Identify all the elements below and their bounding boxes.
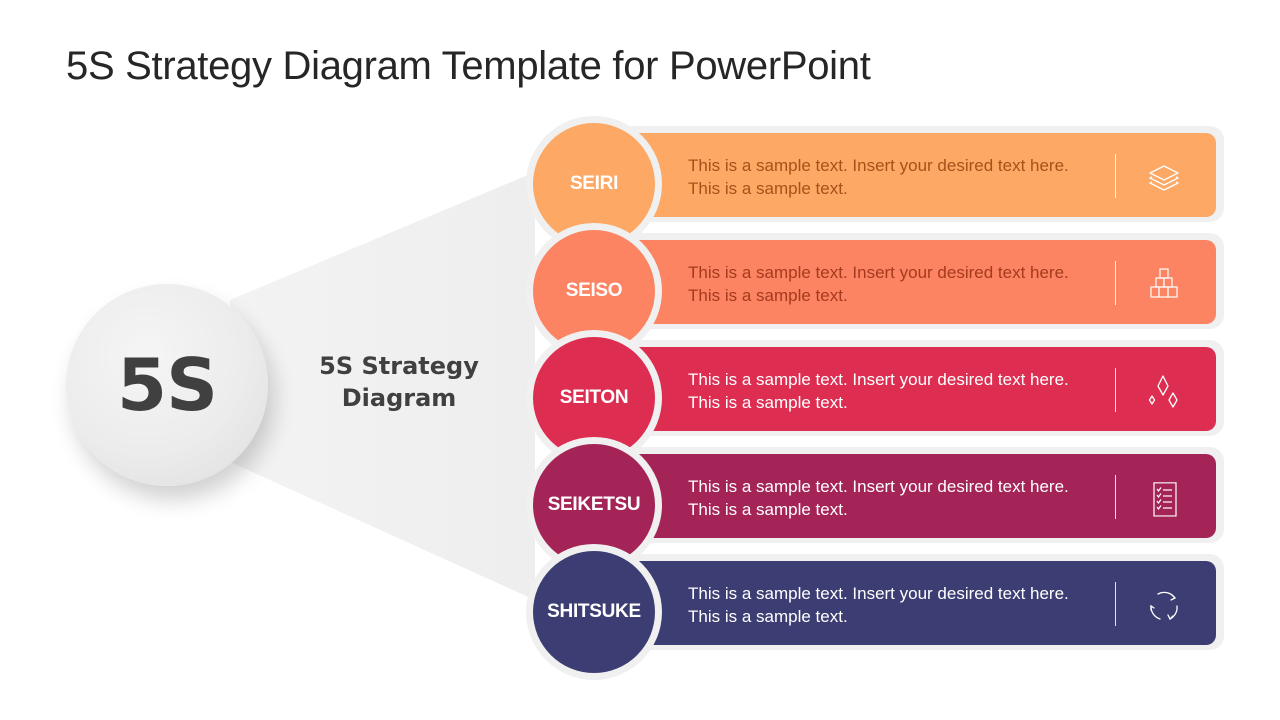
hub-label: 5S xyxy=(117,343,218,427)
divider xyxy=(1115,261,1116,305)
divider xyxy=(1115,368,1116,412)
checklist-icon xyxy=(1153,482,1177,517)
step-label-seiton: SEITON xyxy=(559,387,629,408)
step-label-seiso: SEISO xyxy=(565,280,623,301)
sublabel-line-1: 5S Strategy xyxy=(319,352,479,380)
step-row-seiton: This is a sample text. Insert your desir… xyxy=(524,330,1224,466)
step-label-seiketsu: SEIKETSU xyxy=(547,494,641,515)
bar-seiso xyxy=(628,240,1216,324)
bar-seiton xyxy=(628,347,1216,431)
sublabel-line-2: Diagram xyxy=(341,384,457,412)
bar-shitsuke xyxy=(628,561,1216,645)
sparkles-icon xyxy=(1148,375,1178,408)
step-row-seiso: This is a sample text. Insert your desir… xyxy=(524,223,1224,359)
step-row-seiri: This is a sample text. Insert your desir… xyxy=(524,116,1224,252)
bar-text-seiso: This is a sample text. Insert your desir… xyxy=(688,263,1069,305)
bar-text-shitsuke: This is a sample text. Insert your desir… xyxy=(688,584,1069,626)
boxes-stack-icon xyxy=(1150,268,1178,298)
step-circle-shitsuke: SHITSUKE xyxy=(533,551,655,673)
slide-title: 5S Strategy Diagram Template for PowerPo… xyxy=(66,44,871,88)
step-label-seiri: SEIRI xyxy=(569,173,619,194)
bar-text-seiri: This is a sample text. Insert your desir… xyxy=(688,156,1069,198)
bar-seiri xyxy=(628,133,1216,217)
divider xyxy=(1115,154,1116,198)
layers-icon xyxy=(1149,165,1179,191)
step-row-shitsuke: This is a sample text. Insert your desir… xyxy=(524,544,1224,680)
hub-circle: 5S xyxy=(66,284,268,486)
bar-seiketsu xyxy=(628,454,1216,538)
step-row-seiketsu: This is a sample text. Insert your desir… xyxy=(524,437,1224,573)
step-label-shitsuke: SHITSUKE xyxy=(547,601,641,622)
bar-text-seiketsu: This is a sample text. Insert your desir… xyxy=(688,477,1069,519)
refresh-cycle-icon xyxy=(1150,591,1178,621)
bar-text-seiton: This is a sample text. Insert your desir… xyxy=(688,370,1069,412)
diagram-sublabel: 5S Strategy Diagram xyxy=(300,350,498,414)
divider xyxy=(1115,582,1116,626)
divider xyxy=(1115,475,1116,519)
